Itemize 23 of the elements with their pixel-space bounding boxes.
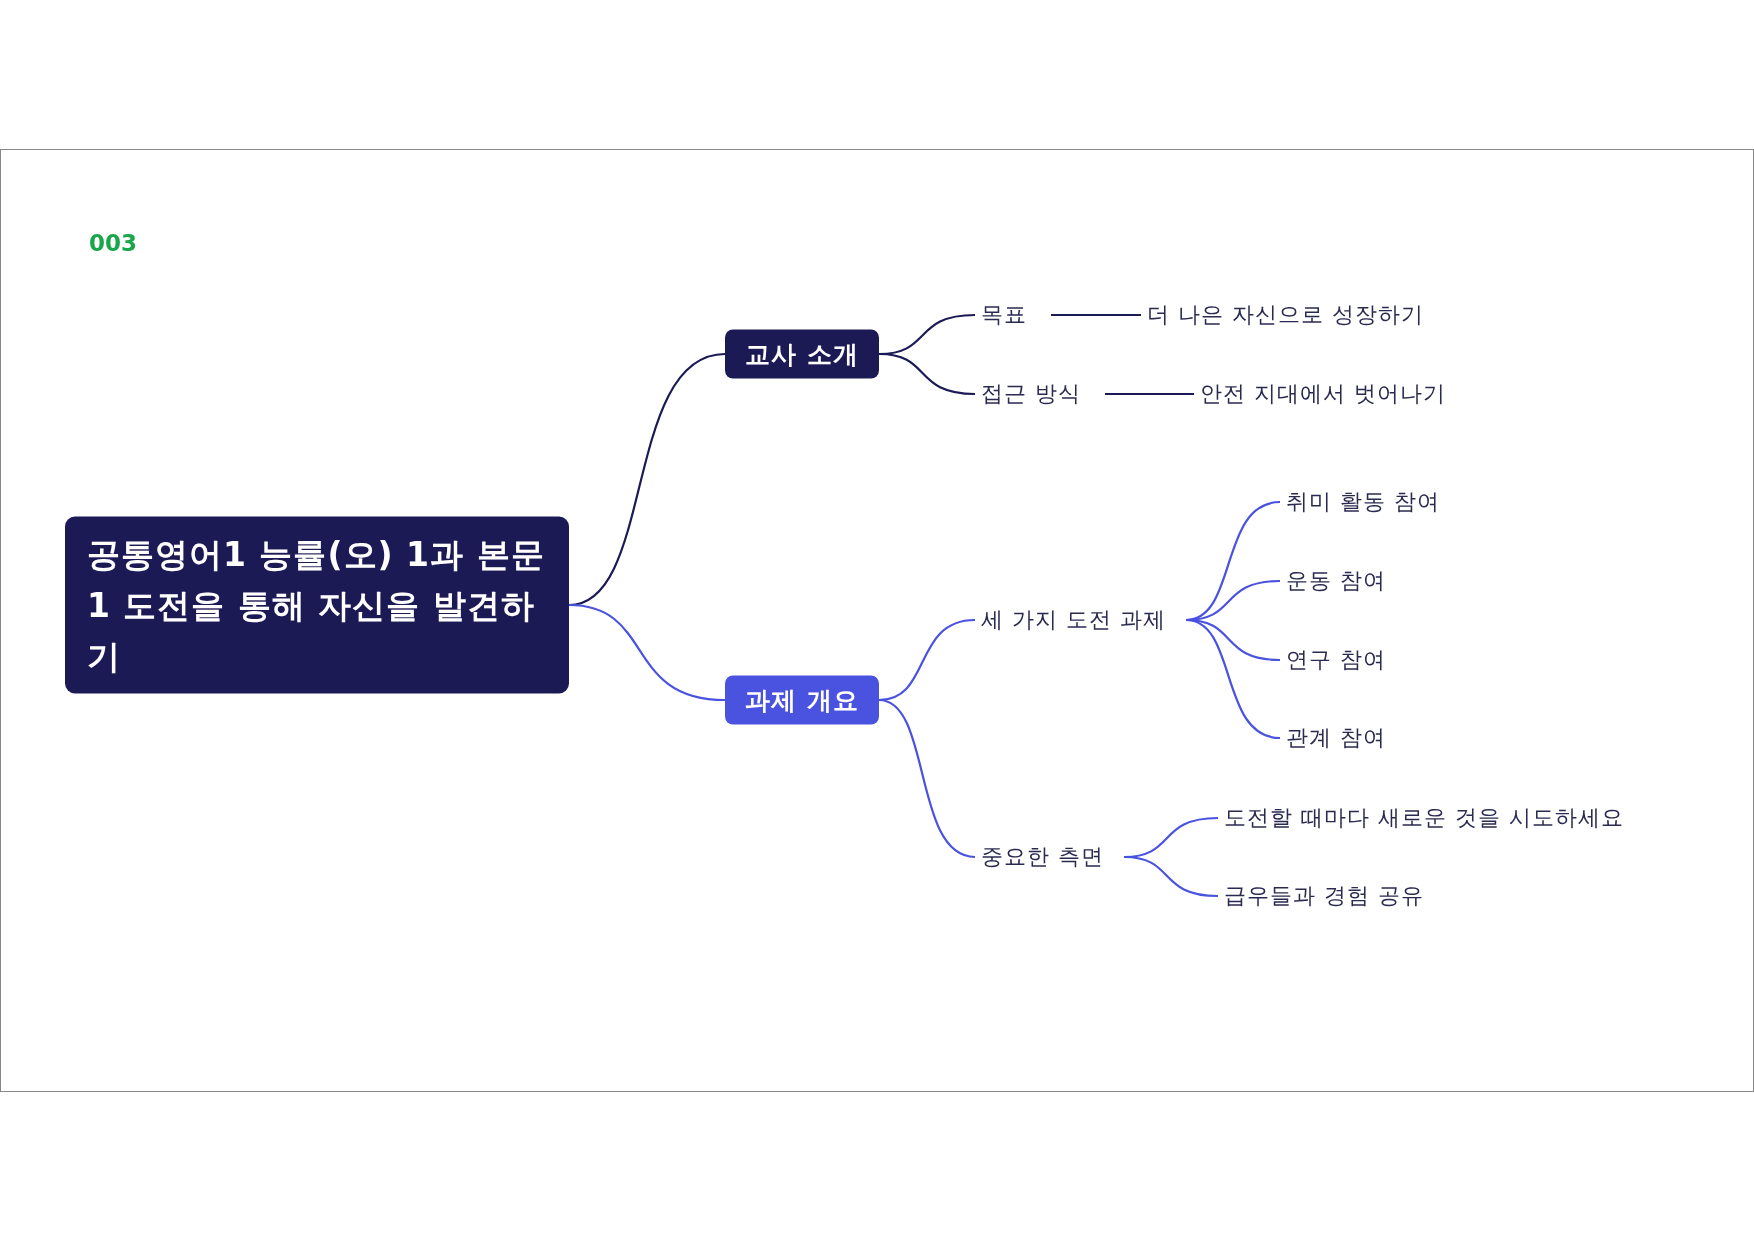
branch-box: 과제 개요 — [725, 675, 879, 725]
topic-text: 접근 방식 — [975, 375, 1105, 413]
topic-text: 목표 — [975, 296, 1051, 334]
connector — [878, 698, 976, 859]
connector — [1051, 313, 1141, 317]
connector — [1105, 392, 1194, 396]
topic-text: 운동 참여 — [1280, 562, 1392, 600]
page-number: 003 — [89, 230, 137, 256]
topic-text: 도전할 때마다 새로운 것을 시도하세요 — [1218, 799, 1630, 837]
topic-text: 취미 활동 참여 — [1280, 483, 1446, 521]
connector — [878, 352, 976, 396]
topic-text: 급우들과 경험 공유 — [1218, 877, 1430, 915]
topic-text: 안전 지대에서 벗어나기 — [1194, 375, 1452, 413]
branch-box: 교사 소개 — [725, 329, 879, 379]
topic-text: 세 가지 도전 과제 — [975, 601, 1186, 639]
topic-text: 관계 참여 — [1280, 719, 1392, 757]
connector — [1185, 618, 1281, 740]
root-topic-box: 공통영어1 능률(오) 1과 본문1 도전을 통해 자신을 발견하기 — [65, 516, 569, 694]
topic-text: 중요한 측면 — [975, 838, 1124, 876]
topic-text: 연구 참여 — [1280, 641, 1392, 679]
connector — [568, 603, 726, 702]
connector — [1123, 855, 1219, 898]
topic-text: 더 나은 자신으로 성장하기 — [1141, 296, 1430, 334]
